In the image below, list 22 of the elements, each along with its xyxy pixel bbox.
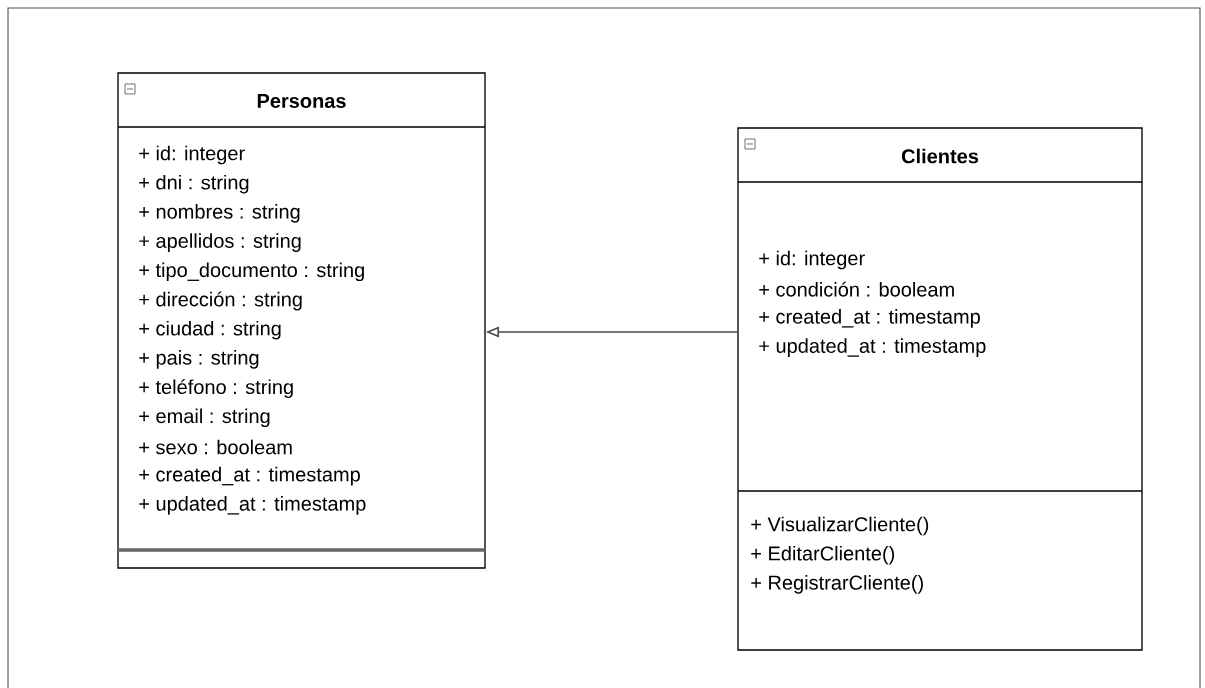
- attribute-text: + teléfono : string: [139, 379, 293, 398]
- attribute-text: + sexo : booleam: [139, 439, 292, 455]
- attribute-text: + tipo_documento : string: [139, 262, 364, 282]
- attribute-text: + email : string: [139, 408, 270, 428]
- method-text: + EditarCliente(): [751, 545, 895, 565]
- class-name: Personas: [257, 94, 346, 108]
- attribute-text: + created_at : timestamp: [759, 309, 980, 328]
- method-text: + VisualizarCliente(): [751, 516, 929, 536]
- attribute-text: + nombres : string: [139, 204, 300, 223]
- attribute-text: + condición : booleam: [759, 281, 954, 297]
- class-name: Clientes: [901, 148, 979, 164]
- attribute-text: + ciudad : string: [139, 320, 281, 340]
- attribute-text: + updated_at : timestamp: [759, 338, 986, 357]
- attribute-text: + pais : string: [139, 350, 259, 369]
- attribute-text: + id: integer: [759, 250, 865, 270]
- method-text: + RegistrarCliente(): [751, 575, 923, 594]
- attribute-text: + updated_at : timestamp: [139, 496, 366, 515]
- attribute-text: + created_at : timestamp: [139, 466, 360, 486]
- attribute-text: + dni : string: [139, 174, 249, 194]
- attribute-text: + apellidos : string: [139, 233, 301, 252]
- attribute-text: + dirección : string: [139, 291, 302, 311]
- attribute-text: + id: integer: [139, 145, 245, 165]
